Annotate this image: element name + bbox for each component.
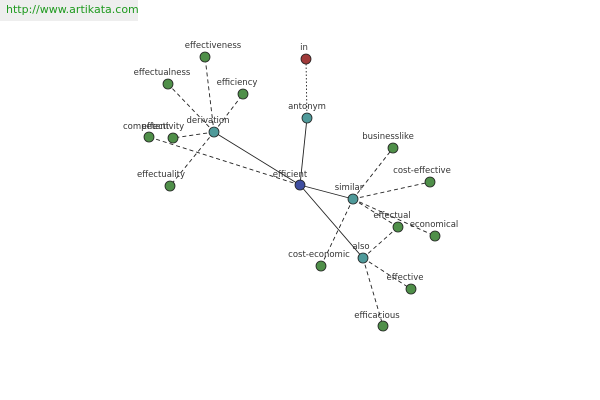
node-label-efficient[interactable]: efficient	[273, 170, 308, 180]
node-label-similar[interactable]: similar	[335, 183, 364, 193]
node-similar[interactable]	[347, 193, 359, 205]
edge-efficient-also	[299, 184, 364, 259]
node-label-cost-effective[interactable]: cost-effective	[393, 166, 451, 176]
node-antonym[interactable]	[301, 112, 313, 124]
node-economical[interactable]	[429, 230, 441, 242]
node-also[interactable]	[357, 252, 369, 264]
node-label-in[interactable]: in	[300, 43, 308, 53]
node-label-economical[interactable]: economical	[410, 220, 459, 230]
graph-edges	[148, 56, 436, 327]
node-efficient[interactable]	[294, 179, 306, 191]
node-effectuality[interactable]	[164, 180, 176, 192]
node-label-effectuality[interactable]: effectuality	[137, 170, 185, 180]
watermark-bar: http://www.artikata.com	[0, 0, 139, 21]
node-label-cost-economic[interactable]: cost-economic	[288, 250, 350, 260]
node-label-derivation[interactable]: derivation	[186, 116, 229, 126]
edge-derivation-efficiency	[213, 93, 244, 133]
node-cost-economic[interactable]	[315, 260, 327, 272]
edge-also-efficacious	[362, 257, 384, 327]
node-label-efficiency[interactable]: efficiency	[217, 78, 258, 88]
edge-efficient-competent	[148, 136, 301, 186]
edge-efficient-antonym	[299, 117, 308, 186]
edge-derivation-effectivity	[172, 131, 215, 139]
node-efficiency[interactable]	[237, 88, 249, 100]
node-cost-effective[interactable]	[424, 176, 436, 188]
node-businesslike[interactable]	[387, 142, 399, 154]
edge-similar-cost-effective	[352, 181, 431, 200]
edge-antonym-in	[305, 58, 308, 119]
edge-also-effectual	[362, 226, 399, 259]
node-efficacious[interactable]	[377, 320, 389, 332]
node-label-effective[interactable]: effective	[387, 273, 424, 283]
node-effectivity[interactable]	[167, 132, 179, 144]
edge-derivation-effectiveness	[204, 56, 215, 133]
node-label-efficacious[interactable]: efficacious	[354, 311, 400, 321]
node-label-effectivity[interactable]: effectivity	[142, 122, 184, 132]
node-label-effectual[interactable]: effectual	[373, 211, 410, 221]
graph-nodes	[143, 51, 441, 332]
node-label-businesslike[interactable]: businesslike	[362, 132, 414, 142]
edge-efficient-derivation	[213, 131, 301, 186]
node-effective[interactable]	[405, 283, 417, 295]
node-competent[interactable]	[143, 131, 155, 143]
node-label-competent[interactable]: competent	[123, 122, 170, 132]
edge-similar-effectual	[352, 198, 399, 228]
graph-labels: efficient antonym derivation similar also in e…	[123, 41, 458, 321]
edge-derivation-effectuality	[169, 131, 215, 187]
edge-similar-cost-economic	[320, 198, 354, 267]
edge-similar-economical	[352, 198, 436, 237]
edge-efficient-similar	[299, 184, 354, 200]
node-in[interactable]	[300, 53, 312, 65]
node-label-effectualness[interactable]: effectualness	[134, 68, 191, 78]
node-effectualness[interactable]	[162, 78, 174, 90]
node-derivation[interactable]	[208, 126, 220, 138]
node-effectiveness[interactable]	[199, 51, 211, 63]
node-label-also[interactable]: also	[352, 242, 369, 252]
edge-similar-businesslike	[352, 147, 394, 200]
edge-also-effective	[362, 257, 412, 290]
node-effectual[interactable]	[392, 221, 404, 233]
watermark-url[interactable]: http://www.artikata.com	[6, 3, 139, 16]
node-label-effectiveness[interactable]: effectiveness	[185, 41, 242, 51]
node-label-antonym[interactable]: antonym	[288, 102, 326, 112]
